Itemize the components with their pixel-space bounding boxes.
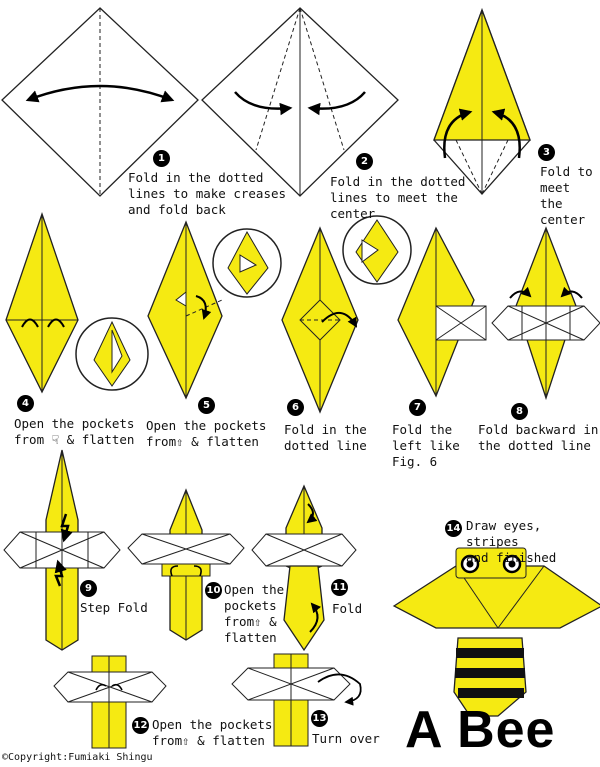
step-5-number-badge: 5 <box>198 397 215 414</box>
step-11-drawing <box>251 484 357 652</box>
step-7-drawing <box>397 226 487 398</box>
step-6-caption: Fold in the dotted line <box>284 422 367 453</box>
step-8-drawing <box>491 226 600 401</box>
step-13-number-badge: 13 <box>311 710 328 727</box>
step-5-caption: Open the pockets from⇧ & flatten <box>146 418 267 449</box>
step-10-number-badge: 10 <box>205 582 222 599</box>
step-9-number-badge: 9 <box>80 580 97 597</box>
step-2-caption: Fold in the dotted lines to meet the cen… <box>330 174 466 221</box>
step-13-drawing <box>231 653 362 747</box>
step-8-caption: Fold backward in the dotted line <box>478 422 599 453</box>
step-7-number-badge: 7 <box>409 399 426 416</box>
step-12-number-badge: 12 <box>132 717 149 734</box>
step-11-number-badge: 11 <box>331 579 348 596</box>
step-7-caption: Fold the left like Fig. 6 <box>392 422 460 469</box>
step-1-number-badge: 1 <box>153 150 170 167</box>
copyright-text: ©Copyright:Fumiaki Shingu <box>2 752 153 763</box>
step-2-number-badge: 2 <box>356 153 373 170</box>
step-14-number-badge: 14 <box>445 520 462 537</box>
page-title: A Bee <box>405 701 556 759</box>
step-3-number-badge: 3 <box>538 144 555 161</box>
step-2-drawing <box>201 7 399 197</box>
step-9-caption: Step Fold <box>80 600 148 615</box>
step-3-drawing <box>433 8 531 195</box>
step-10-caption: Open the pockets from⇧ & flatten <box>224 582 285 645</box>
step-11-caption: Fold <box>332 601 363 616</box>
step-14-finished-bee <box>392 547 600 717</box>
step-4-number-badge: 4 <box>17 395 34 412</box>
step-4-caption: Open the pockets from ☟ & flatten <box>14 416 135 447</box>
step-6-number-badge: 6 <box>287 399 304 416</box>
step-1-caption: Fold in the dotted lines to make creases… <box>128 170 287 217</box>
step-12-drawing <box>53 655 167 749</box>
step-10-drawing <box>127 488 245 641</box>
step-3-caption: Fold to meet the center <box>540 164 593 227</box>
step-12-caption: Open the pockets from⇧ & flatten <box>152 717 273 748</box>
step-9-drawing <box>3 449 121 651</box>
step-8-number-badge: 8 <box>511 403 528 420</box>
step-4-drawing <box>5 211 149 394</box>
step-13-caption: Turn over <box>312 731 380 746</box>
step-1-drawing <box>1 7 199 197</box>
step-14-caption: Draw eyes, stripes and finished <box>466 518 557 565</box>
step-5-drawing <box>147 220 282 400</box>
step-6-drawing <box>281 215 412 414</box>
